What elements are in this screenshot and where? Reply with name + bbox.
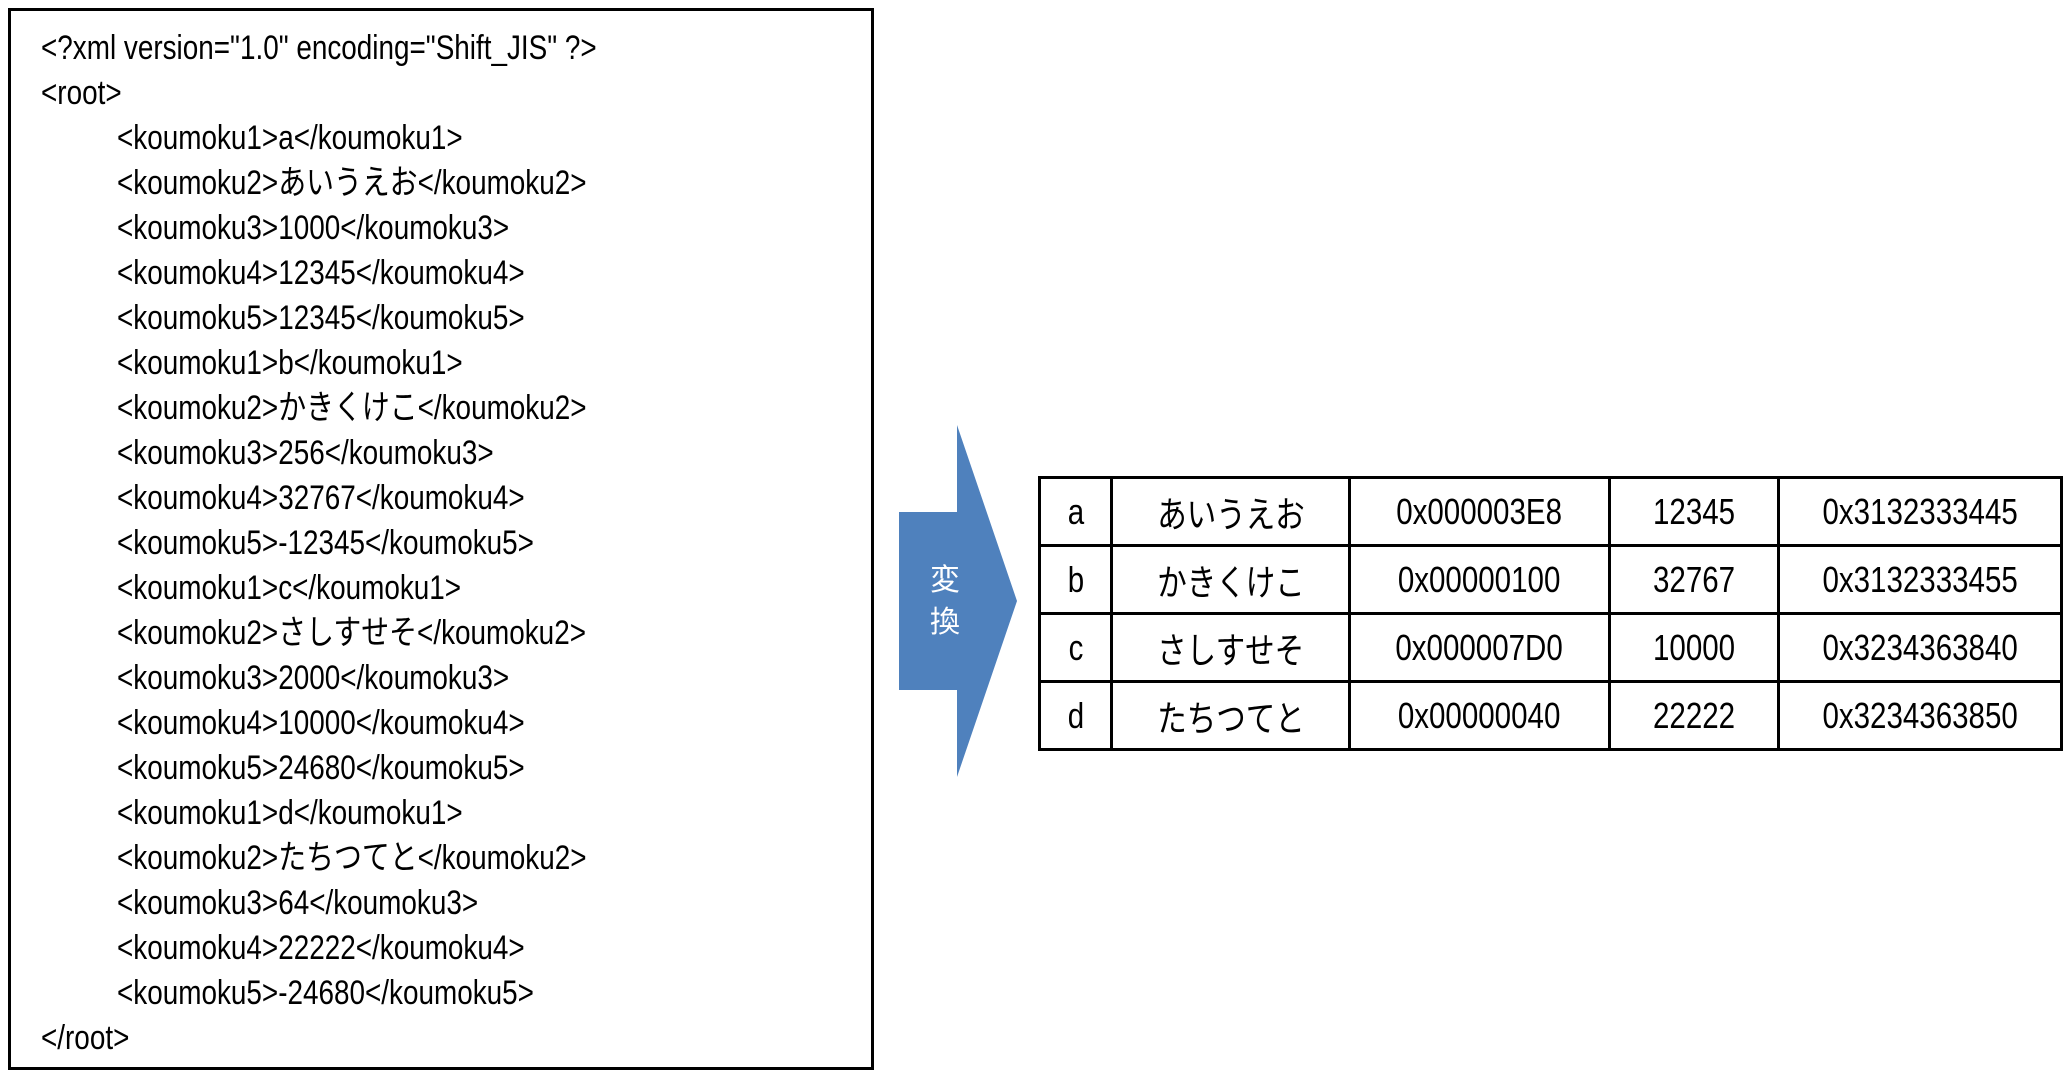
xml-line: <koumoku4>10000</koumoku4> — [117, 704, 525, 742]
key-cell: d — [1037, 680, 1114, 751]
cell-text: a — [1067, 490, 1084, 532]
cell-text: 0x000007D0 — [1395, 626, 1564, 668]
cell-text: たちつてと — [1157, 697, 1305, 739]
kana-cell: たちつてと — [1110, 680, 1352, 751]
cell-text: c — [1068, 626, 1084, 668]
table-row: b かきくけこ 0x00000100 32767 0x3132333455 — [1037, 544, 2063, 615]
table-row: a あいうえお 0x000003E8 12345 0x3132333445 — [1037, 476, 2063, 547]
xml-line: <koumoku3>1000</koumoku3> — [117, 209, 510, 247]
key-cell: a — [1037, 476, 1114, 547]
xml-line: <?xml version="1.0" encoding="Shift_JIS"… — [41, 29, 597, 67]
convert-label: 変 換 — [925, 560, 965, 644]
xml-line: <koumoku3>2000</koumoku3> — [117, 659, 510, 697]
hex-cell: 0x000003E8 — [1348, 476, 1611, 547]
key-cell: b — [1037, 544, 1114, 615]
xml-line: <koumoku2>あいうえお</koumoku2> — [117, 164, 587, 202]
cell-text: あいうえお — [1157, 493, 1305, 535]
table-row: c さしすせそ 0x000007D0 10000 0x3234363840 — [1037, 612, 2063, 683]
xml-line: <koumoku1>b</koumoku1> — [117, 344, 463, 382]
xml-line: <root> — [41, 74, 122, 112]
hex-string-cell: 0x3132333445 — [1777, 476, 2063, 547]
xml-line: <koumoku5>-12345</koumoku5> — [117, 524, 534, 562]
kana-cell: あいうえお — [1110, 476, 1352, 547]
cell-text: 0x3234363840 — [1822, 626, 2018, 668]
key-cell: c — [1037, 612, 1114, 683]
convert-label-char: 変 — [930, 564, 960, 597]
xml-line: <koumoku3>64</koumoku3> — [117, 884, 479, 922]
cell-text: b — [1067, 558, 1084, 600]
number-cell: 32767 — [1607, 544, 1781, 615]
hex-cell: 0x000007D0 — [1348, 612, 1611, 683]
xml-line: <koumoku1>a</koumoku1> — [117, 119, 463, 157]
number-cell: 22222 — [1607, 680, 1781, 751]
kana-cell: かきくけこ — [1110, 544, 1352, 615]
xml-line: <koumoku2>さしすせそ</koumoku2> — [117, 614, 586, 652]
hex-string-cell: 0x3234363840 — [1777, 612, 2063, 683]
cell-text: 0x000003E8 — [1396, 490, 1563, 532]
cell-text: 32767 — [1652, 558, 1736, 600]
cell-text: 0x00000100 — [1398, 558, 1561, 600]
xml-line: </root> — [41, 1019, 130, 1057]
xml-line: <koumoku2>たちつてと</koumoku2> — [117, 839, 587, 877]
cell-text: 0x00000040 — [1398, 694, 1561, 736]
xml-line: <koumoku3>256</koumoku3> — [117, 434, 494, 472]
xml-line: <koumoku1>c</koumoku1> — [117, 569, 462, 607]
number-cell: 12345 — [1607, 476, 1781, 547]
cell-text: かきくけこ — [1157, 561, 1305, 603]
xml-source-box: <?xml version="1.0" encoding="Shift_JIS"… — [8, 8, 874, 1070]
kana-cell: さしすせそ — [1110, 612, 1352, 683]
xml-line: <koumoku5>24680</koumoku5> — [117, 749, 525, 787]
xml-line: <koumoku2>かきくけこ</koumoku2> — [117, 389, 587, 427]
hex-string-cell: 0x3234363850 — [1777, 680, 2063, 751]
cell-text: d — [1067, 694, 1084, 736]
convert-label-char: 換 — [930, 606, 960, 639]
xml-line: <koumoku4>22222</koumoku4> — [117, 929, 525, 967]
cell-text: さしすせそ — [1157, 629, 1305, 671]
number-cell: 10000 — [1607, 612, 1781, 683]
cell-text: 10000 — [1652, 626, 1736, 668]
xml-line: <koumoku4>32767</koumoku4> — [117, 479, 525, 517]
hex-string-cell: 0x3132333455 — [1777, 544, 2063, 615]
xml-line: <koumoku5>-24680</koumoku5> — [117, 974, 534, 1012]
cell-text: 0x3132333445 — [1822, 490, 2018, 532]
converted-table: a あいうえお 0x000003E8 12345 0x3132333445 b かきくけこ 0… — [1037, 476, 2063, 751]
cell-text: 22222 — [1652, 694, 1736, 736]
hex-cell: 0x00000040 — [1348, 680, 1611, 751]
table-row: d たちつてと 0x00000040 22222 0x3234363850 — [1037, 680, 2063, 751]
cell-text: 12345 — [1652, 490, 1736, 532]
cell-text: 0x3132333455 — [1822, 558, 2018, 600]
hex-cell: 0x00000100 — [1348, 544, 1611, 615]
cell-text: 0x3234363850 — [1822, 694, 2018, 736]
convert-arrow-icon — [899, 425, 1017, 777]
xml-line: <koumoku5>12345</koumoku5> — [117, 299, 525, 337]
xml-line: <koumoku1>d</koumoku1> — [117, 794, 463, 832]
xml-line: <koumoku4>12345</koumoku4> — [117, 254, 525, 292]
